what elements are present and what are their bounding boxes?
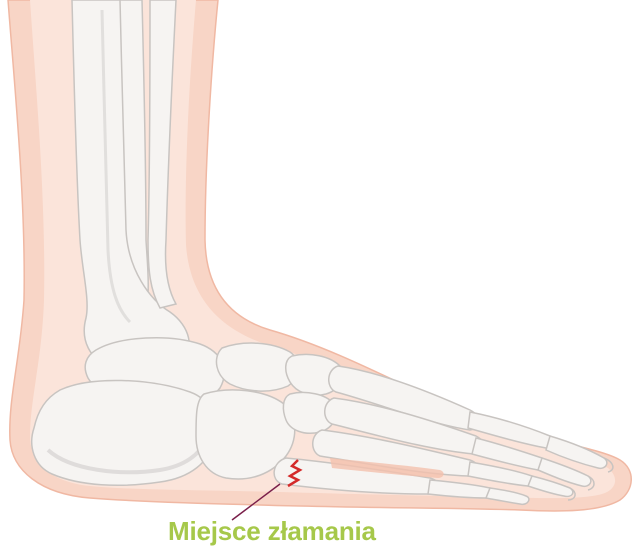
calcaneus-bone bbox=[32, 380, 215, 485]
fracture-site-label: Miejsce złamania bbox=[168, 516, 408, 546]
